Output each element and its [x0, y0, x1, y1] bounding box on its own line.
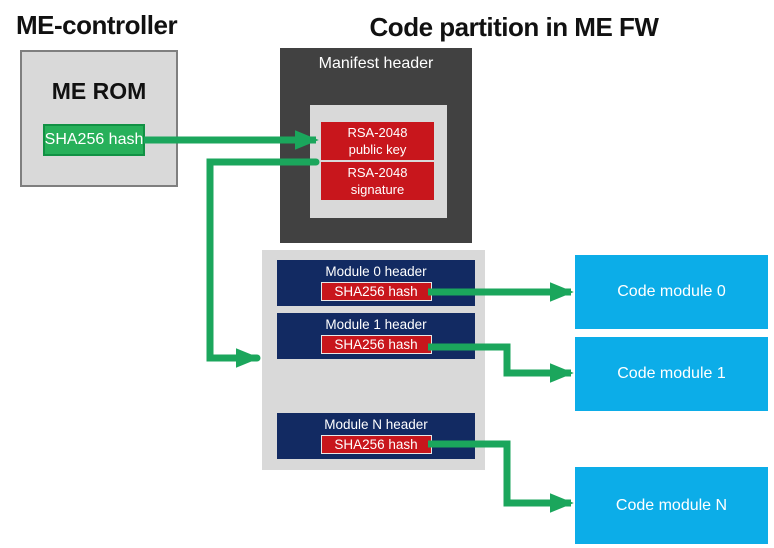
rsa-signature-box: RSA-2048 signature [321, 162, 434, 200]
rsa-signature-line1: RSA-2048 [347, 165, 408, 180]
rsa-public-key-line2: public key [348, 142, 407, 157]
module-n-header-box: Module N header SHA256 hash [277, 413, 475, 459]
title-me-controller: ME-controller [16, 10, 178, 40]
rsa-public-key-line1: RSA-2048 [347, 125, 408, 140]
rsa-signature-line2: signature [350, 182, 405, 197]
me-rom-label: ME ROM [51, 78, 147, 104]
module-0-header-box: Module 0 header SHA256 hash [277, 260, 475, 306]
module-headers-container: Module 0 header SHA256 hash Module 1 hea… [262, 250, 485, 470]
me-rom-sha256-hash-box: SHA256 hash [43, 124, 145, 156]
module-1-header-label: Module 1 header [325, 317, 427, 332]
module-0-sha256-hash-box: SHA256 hash [320, 282, 432, 301]
code-module-0-box: Code module 0 [575, 255, 768, 329]
module-n-sha256-hash-box: SHA256 hash [320, 435, 432, 454]
manifest-header-box: Manifest header RSA-2048 public key RSA-… [280, 48, 472, 243]
code-module-n-box: Code module N [575, 467, 768, 544]
module-1-sha256-hash-box: SHA256 hash [320, 335, 432, 354]
module-1-header-box: Module 1 header SHA256 hash [277, 313, 475, 359]
module-0-header-label: Module 0 header [325, 264, 427, 279]
me-rom-box: ME ROM SHA256 hash [20, 50, 178, 187]
rsa-public-key-box: RSA-2048 public key [321, 122, 434, 160]
manifest-header-label: Manifest header [318, 55, 434, 72]
code-module-1-box: Code module 1 [575, 337, 768, 411]
manifest-inner-panel: RSA-2048 public key RSA-2048 signature [310, 105, 447, 218]
title-code-partition: Code partition in ME FW [369, 12, 659, 42]
module-n-header-label: Module N header [324, 417, 428, 432]
